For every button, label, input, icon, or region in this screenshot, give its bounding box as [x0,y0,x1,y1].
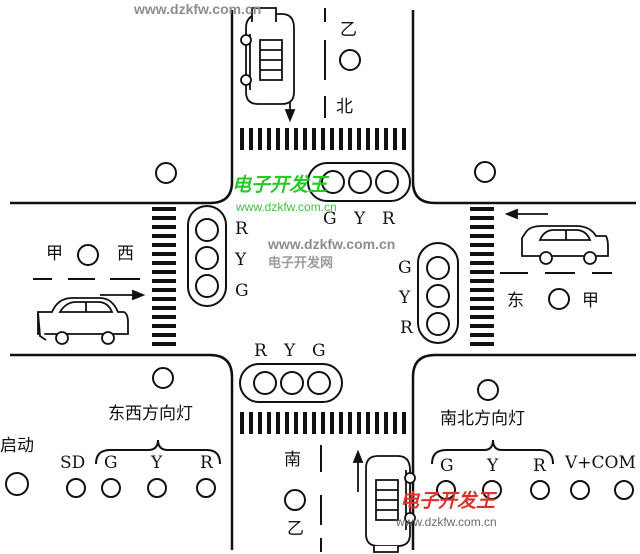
ns-brace [431,439,554,465]
east-label: 东 [507,291,524,311]
north-g-letter: G [323,209,337,229]
south-red-lamp [253,371,277,395]
ns-g-lamp [436,480,456,500]
east-red-lamp [426,312,450,336]
bottom-url-watermark: www.dzkfw.com.cn [396,515,497,529]
west-car-arrow-head [132,289,146,301]
sd-label: SD [60,453,86,473]
signal-head-north [307,162,411,202]
west-y-letter: Y [235,250,247,270]
east-r-letter: R [400,318,413,338]
road-edge-ne [411,10,636,205]
ew-y-lamp [147,478,167,498]
sd-lamp [66,478,86,498]
east-g-letter: G [398,258,412,278]
ns-y-label: Y [487,456,499,476]
ew-r-label: R [200,453,213,473]
west-a-circle [77,244,99,266]
ne-corner-circle [474,161,496,183]
center-cn-watermark: 电子开发网 [268,255,334,270]
control-panel-lamps [5,472,634,500]
east-a-circle [548,288,570,310]
com-label: V+COM [565,453,636,473]
north-r-letter: R [382,209,395,229]
west-label: 西 [117,244,134,264]
ns-y-lamp [482,480,502,500]
crosswalk-west [152,207,176,346]
se-corner-circle [477,379,499,401]
north-car-arrow-head [284,109,296,123]
sw-corner-circle [152,367,174,389]
ns-g-label: G [440,456,454,476]
car-east [521,225,609,265]
ew-g-lamp [101,478,121,498]
south-car-arrow-head [352,449,364,463]
center-url-watermark: www.dzkfw.com.cn [268,236,396,252]
ew-y-label: Y [151,453,163,473]
logo-url-watermark: www.dzkfw.com.cn [236,200,337,214]
west-green-lamp [195,274,219,298]
north-green-lamp [321,170,345,194]
ew-lights-title: 东西方向灯 [108,404,193,424]
east-y-letter: Y [399,288,411,308]
south-label: 南 [284,450,301,470]
west-red-lamp [195,218,219,242]
west-g-letter: G [235,281,249,301]
ew-brace [95,439,221,465]
signal-head-south [239,363,343,403]
start-button [5,472,29,496]
bottom-logo-cn-watermark: 电子开发王 [400,491,496,512]
ns-lights-title: 南北方向灯 [440,409,525,429]
south-yellow-lamp [280,371,304,395]
north-b-label: 乙 [340,20,357,40]
west-r-letter: R [235,219,248,239]
crosswalk-east [470,207,494,346]
road-edge-nw [10,10,234,205]
north-yellow-lamp [348,170,372,194]
west-yellow-lamp [195,246,219,270]
road-edge-sw [10,353,234,550]
group-braces [95,439,554,465]
south-b-circle [284,489,306,511]
south-r-letter: R [254,341,267,361]
south-green-lamp [307,371,331,395]
east-yellow-lamp [426,284,450,308]
nw-corner-circle [155,162,177,184]
com-lamp-2 [614,480,634,500]
car-north [240,7,295,105]
north-label: 北 [336,97,353,117]
car-west [37,297,129,345]
start-label: 启动 [0,436,34,456]
east-green-lamp [426,256,450,280]
road-circles [77,49,570,511]
crosswalk-north [240,128,406,150]
north-b-circle [339,49,361,71]
lane-dashes [33,8,612,552]
west-a-label: 甲 [46,244,63,264]
ns-r-lamp [530,480,550,500]
north-y-letter: Y [354,209,366,229]
ew-r-lamp [196,478,216,498]
signal-head-west [187,205,227,307]
top-url-watermark: www.dzkfw.com.cn [134,1,262,17]
ns-r-label: R [533,456,546,476]
car-south [365,455,416,553]
north-red-lamp [375,170,399,194]
logo-cn-watermark: 电子开发王 [232,175,328,196]
south-g-letter: G [312,341,326,361]
east-a-label: 甲 [582,291,599,311]
signal-head-east [417,242,459,344]
ew-g-label: G [104,453,118,473]
south-b-label: 乙 [287,519,304,539]
road-edge-se [411,353,636,550]
east-car-arrow-head [504,208,518,220]
com-lamp-1 [570,480,590,500]
south-y-letter: Y [284,341,296,361]
crosswalk-south [240,412,406,434]
road-edges [10,10,636,550]
